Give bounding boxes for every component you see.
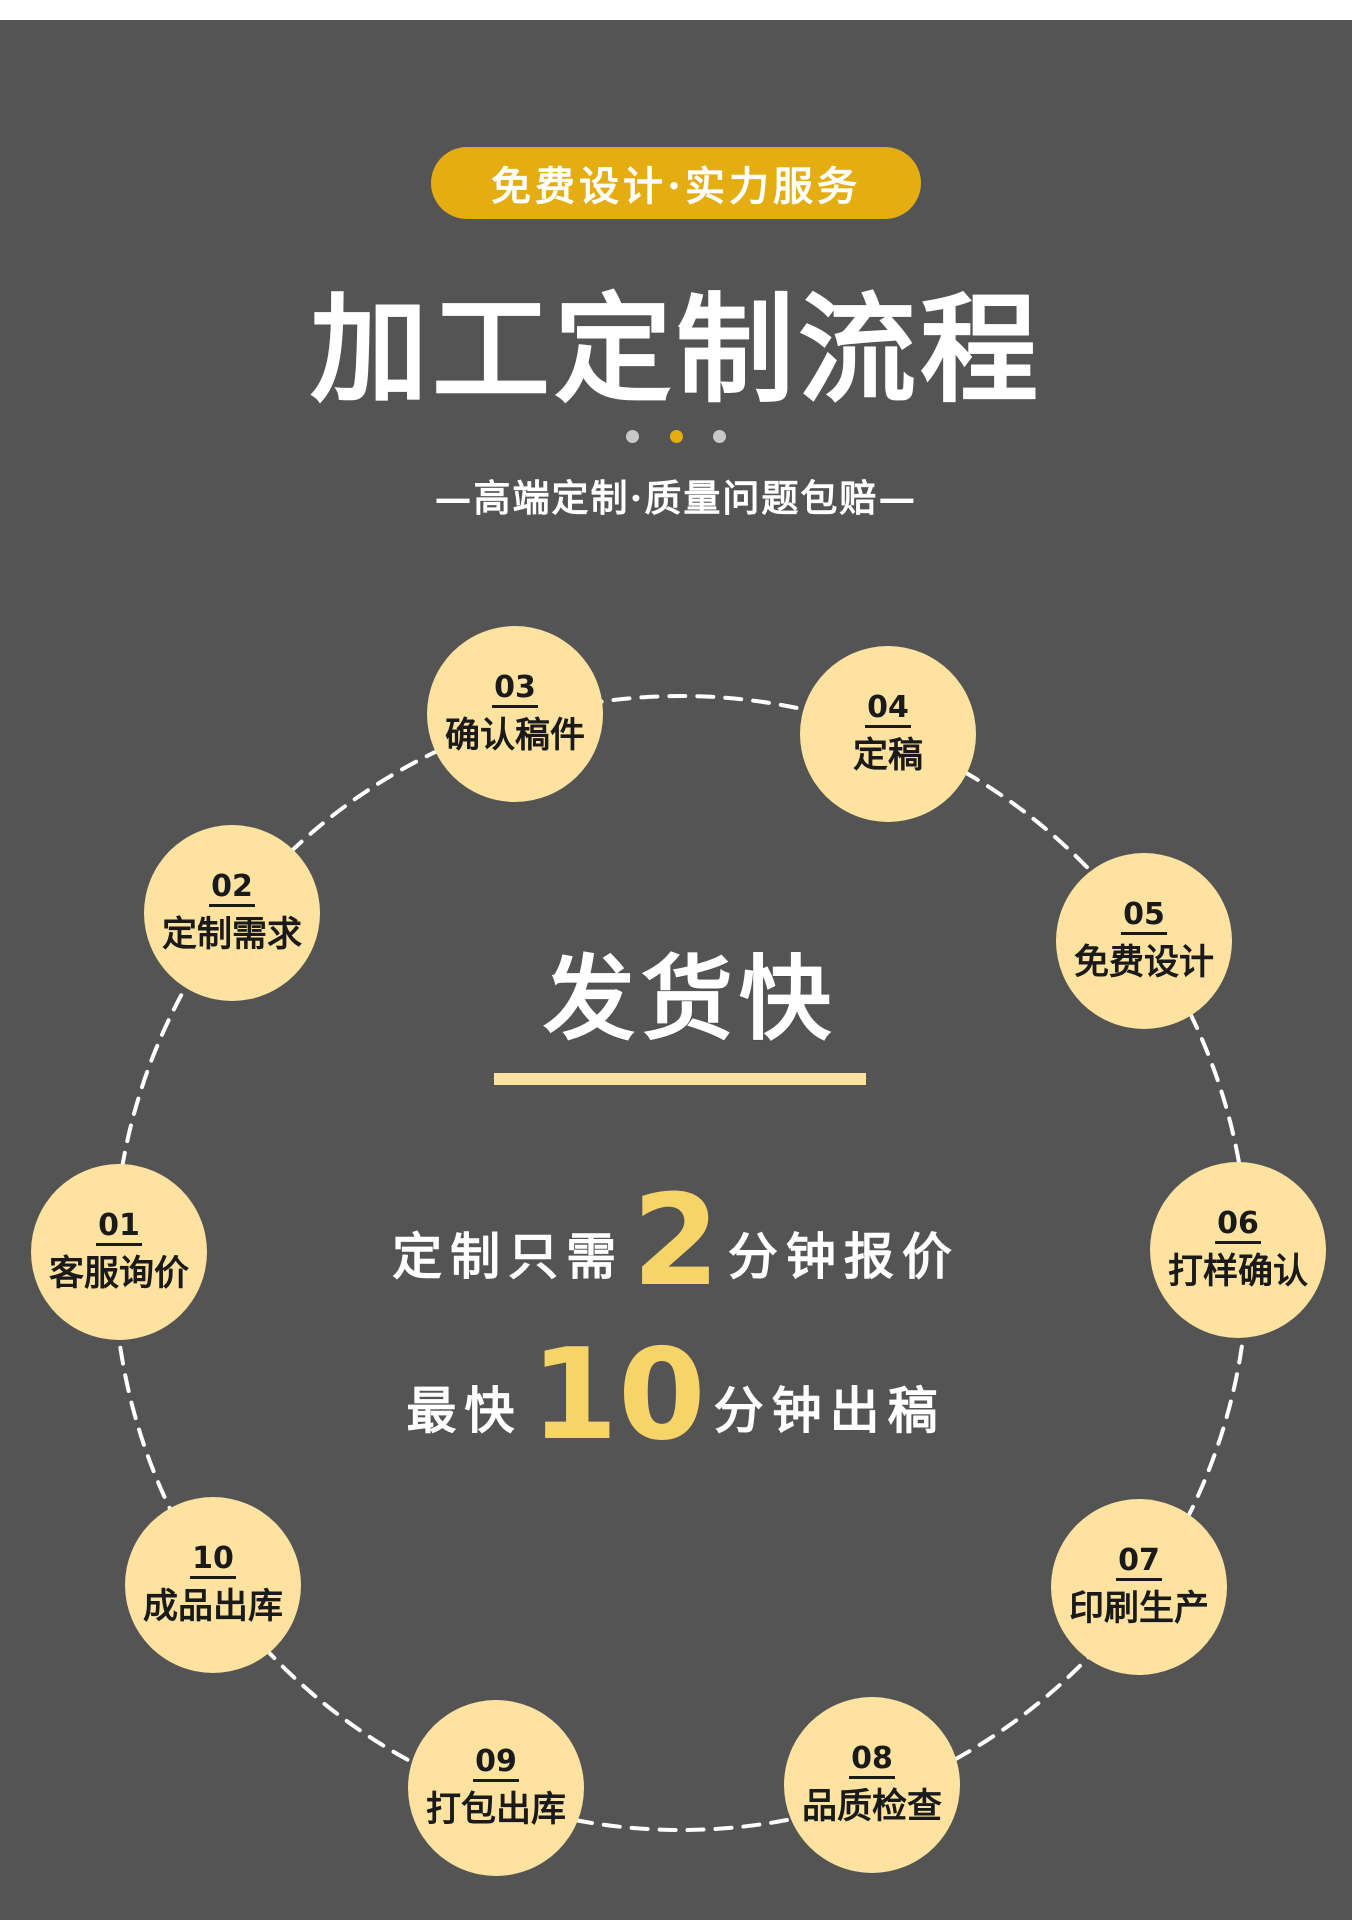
heading-underline [494, 1073, 866, 1085]
quote-suffix: 分钟报价 [727, 1228, 960, 1286]
draft-prefix: 最快 [406, 1382, 523, 1440]
indicator-dot-active [669, 429, 683, 443]
step-number: 10 [190, 1543, 236, 1579]
step-label: 定制需求 [161, 914, 302, 955]
step-label: 免费设计 [1073, 942, 1214, 983]
step-label: 品质检查 [801, 1786, 942, 1827]
process-step-03: 03 确认稿件 [427, 626, 603, 802]
quote-minutes-number: 2 [632, 1167, 720, 1314]
step-number: 05 [1121, 899, 1167, 935]
step-number: 08 [849, 1743, 895, 1779]
step-number: 02 [209, 871, 255, 907]
process-title: 加工定制流程 [309, 281, 1042, 419]
process-step-04: 04 定稿 [800, 646, 976, 822]
step-label: 印刷生产 [1068, 1588, 1209, 1629]
process-step-07: 07 印刷生产 [1051, 1499, 1227, 1675]
step-label: 定稿 [852, 735, 923, 776]
process-step-05: 05 免费设计 [1056, 853, 1232, 1029]
service-badge: 免费设计·实力服务 [431, 147, 921, 219]
indicator-dot [713, 429, 726, 443]
step-label: 打样确认 [1167, 1251, 1308, 1292]
step-label: 客服询价 [48, 1253, 189, 1294]
process-step-02: 02 定制需求 [144, 825, 320, 1001]
step-number: 01 [96, 1210, 142, 1246]
quote-prefix: 定制只需 [392, 1228, 625, 1286]
process-step-09: 09 打包出库 [408, 1700, 584, 1876]
process-step-01: 01 客服询价 [31, 1164, 207, 1340]
page-indicator [626, 428, 726, 444]
step-number: 04 [865, 692, 911, 728]
step-number: 06 [1215, 1208, 1261, 1244]
step-number: 07 [1116, 1545, 1162, 1581]
process-step-06: 06 打样确认 [1150, 1162, 1326, 1338]
draft-minutes-number: 10 [530, 1321, 706, 1468]
step-label: 成品出库 [142, 1586, 283, 1627]
step-label: 确认稿件 [444, 715, 585, 756]
step-number: 03 [492, 672, 538, 708]
step-label: 打包出库 [425, 1789, 566, 1830]
fast-delivery-heading: 发货快 [542, 946, 837, 1053]
indicator-dot [626, 429, 639, 443]
step-number: 09 [473, 1746, 519, 1782]
draft-suffix: 分钟出稿 [713, 1382, 946, 1440]
process-step-08: 08 品质检查 [784, 1697, 960, 1873]
process-step-10: 10 成品出库 [125, 1497, 301, 1673]
guarantee-subtitle: —高端定制·质量问题包赔— [434, 476, 918, 520]
